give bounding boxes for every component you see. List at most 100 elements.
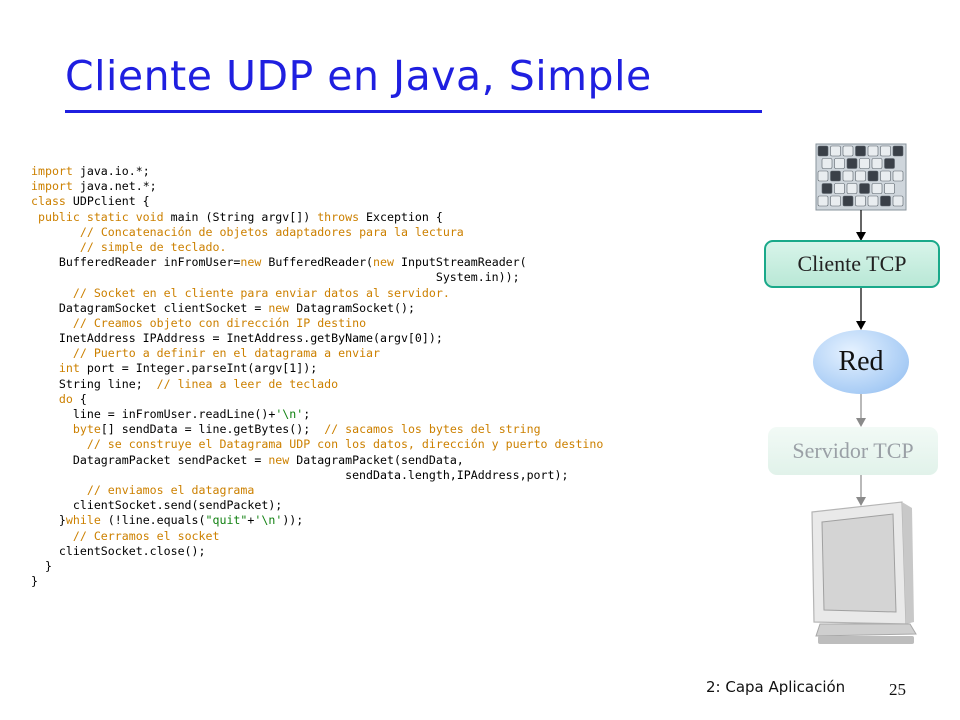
code-text: )); xyxy=(282,513,304,528)
code-keyword: import xyxy=(31,179,73,194)
code-line: clientSocket.close(); xyxy=(31,544,603,559)
code-text: String line; xyxy=(31,376,157,391)
code-keyword: while xyxy=(65,513,101,528)
network-oval: Red xyxy=(813,330,909,394)
code-text: System.in)); xyxy=(31,270,520,285)
code-line: // Socket en el cliente para enviar dato… xyxy=(31,286,603,301)
page-number: 25 xyxy=(889,680,906,699)
code-text: ; xyxy=(303,407,311,421)
keyboard-key xyxy=(842,195,854,207)
keyboard-key xyxy=(834,158,845,169)
network-label: Red xyxy=(838,346,884,377)
code-text: DatagramSocket clientSocket = xyxy=(31,300,269,315)
keyboard-key xyxy=(892,145,904,157)
code-line: // Concatenación de objetos adaptadores … xyxy=(31,225,603,240)
code-text: InetAddress IPAddress = InetAddress.getB… xyxy=(31,331,443,346)
keyboard-key xyxy=(871,183,883,194)
code-keyword: import xyxy=(31,164,73,178)
code-comment: // Puerto a definir en el datagrama a en… xyxy=(72,346,381,361)
code-text: sendData.length,IPAddress,port); xyxy=(31,467,569,482)
keyboard-key xyxy=(842,145,854,157)
code-comment: // enviamos el datagrama xyxy=(86,482,255,497)
keyboard-key xyxy=(817,195,829,207)
code-text: line = inFromUser.readLine()+ xyxy=(31,407,276,421)
keyboard-key xyxy=(846,183,858,194)
code-line: public static void main (String argv[]) … xyxy=(31,210,603,225)
code-text: java.io.*; xyxy=(72,164,150,178)
code-line: } xyxy=(31,559,603,574)
code-text: + xyxy=(247,513,255,528)
keyboard-key xyxy=(834,183,845,194)
code-text: BufferedReader( xyxy=(261,255,374,270)
code-comment: // simple de teclado. xyxy=(79,239,227,254)
keyboard-key xyxy=(892,170,904,182)
code-comment: // linea a leer de teclado xyxy=(156,376,339,391)
server-tcp-label: Servidor TCP xyxy=(792,438,914,463)
keyboard-key xyxy=(830,145,841,157)
server-tcp-box: Servidor TCP xyxy=(768,427,938,475)
code-comment: // Cerramos el socket xyxy=(72,528,220,543)
code-keyword: public static void xyxy=(37,209,164,224)
code-string: '\n' xyxy=(275,407,304,421)
code-line: clientSocket.send(sendPacket); xyxy=(31,498,603,513)
code-text: BufferedReader inFromUser= xyxy=(31,255,241,270)
keyboard-key xyxy=(867,145,879,157)
code-keyword: throws xyxy=(317,209,360,224)
keyboard-key xyxy=(830,195,841,207)
code-keyword: new xyxy=(268,452,290,467)
keyboard-key xyxy=(880,145,891,157)
keyboard-key xyxy=(846,158,858,169)
code-listing: import java.io.*;import java.net.*;class… xyxy=(31,164,603,589)
footer-chapter: 2: Capa Aplicación xyxy=(706,678,846,696)
keyboard-key xyxy=(830,170,841,182)
keyboard-key xyxy=(855,195,866,207)
code-line: }while (!line.equals("quit"+'\n')); xyxy=(31,513,603,528)
code-line: DatagramSocket clientSocket = new Datagr… xyxy=(31,301,603,316)
client-tcp-label: Cliente TCP xyxy=(797,251,907,276)
code-text: main (String argv[]) xyxy=(163,209,318,224)
title-underline xyxy=(65,110,762,113)
keyboard-key xyxy=(821,183,833,194)
keyboard-key xyxy=(867,170,879,182)
code-keyword: new xyxy=(240,255,262,270)
keyboard-key xyxy=(880,195,891,207)
slide-title: Cliente UDP en Java, Simple xyxy=(65,52,652,100)
code-keyword: new xyxy=(268,300,290,315)
code-string: "quit" xyxy=(205,513,248,528)
keyboard-key xyxy=(817,145,829,157)
code-text: DatagramSocket(); xyxy=(289,300,415,315)
code-string: '\n' xyxy=(254,513,283,528)
code-line: String line; // linea a leer de teclado xyxy=(31,377,603,392)
code-line: BufferedReader inFromUser=new BufferedRe… xyxy=(31,255,603,270)
code-text: { xyxy=(72,391,87,406)
keyboard-key xyxy=(884,183,895,194)
code-comment: // sacamos los bytes del string xyxy=(324,422,541,437)
code-line: // simple de teclado. xyxy=(31,240,603,255)
code-keyword: new xyxy=(373,255,394,270)
code-keyword: byte xyxy=(72,422,101,437)
keyboard-key xyxy=(859,158,870,169)
code-line: } xyxy=(31,574,603,589)
code-keyword: int xyxy=(58,361,80,376)
monitor-icon xyxy=(811,501,917,644)
code-line: sendData.length,IPAddress,port); xyxy=(31,468,603,483)
code-line: line = inFromUser.readLine()+'\n'; xyxy=(31,407,603,422)
keyboard-key xyxy=(855,170,866,182)
code-comment: // Concatenación de objetos adaptadores … xyxy=(79,224,464,239)
keyboard-key xyxy=(821,158,833,169)
code-text: UDPclient { xyxy=(65,194,150,209)
code-comment: // Creamos objeto con dirección IP desti… xyxy=(72,315,367,330)
code-text: java.net.*; xyxy=(72,179,157,194)
keyboard-key xyxy=(842,170,854,182)
code-text: [] sendData = line.getBytes(); xyxy=(100,422,325,437)
code-comment: // Socket en el cliente para enviar dato… xyxy=(72,285,450,300)
code-line: class UDPclient { xyxy=(31,194,603,209)
code-line: // Creamos objeto con dirección IP desti… xyxy=(31,316,603,331)
code-text: } xyxy=(31,558,52,573)
code-text: } xyxy=(31,574,38,589)
keyboard-key xyxy=(867,195,879,207)
client-tcp-box: Cliente TCP xyxy=(764,240,940,288)
code-line: import java.io.*; xyxy=(31,164,603,179)
keyboard-key xyxy=(871,158,883,169)
code-text: DatagramPacket(sendData, xyxy=(289,452,464,467)
